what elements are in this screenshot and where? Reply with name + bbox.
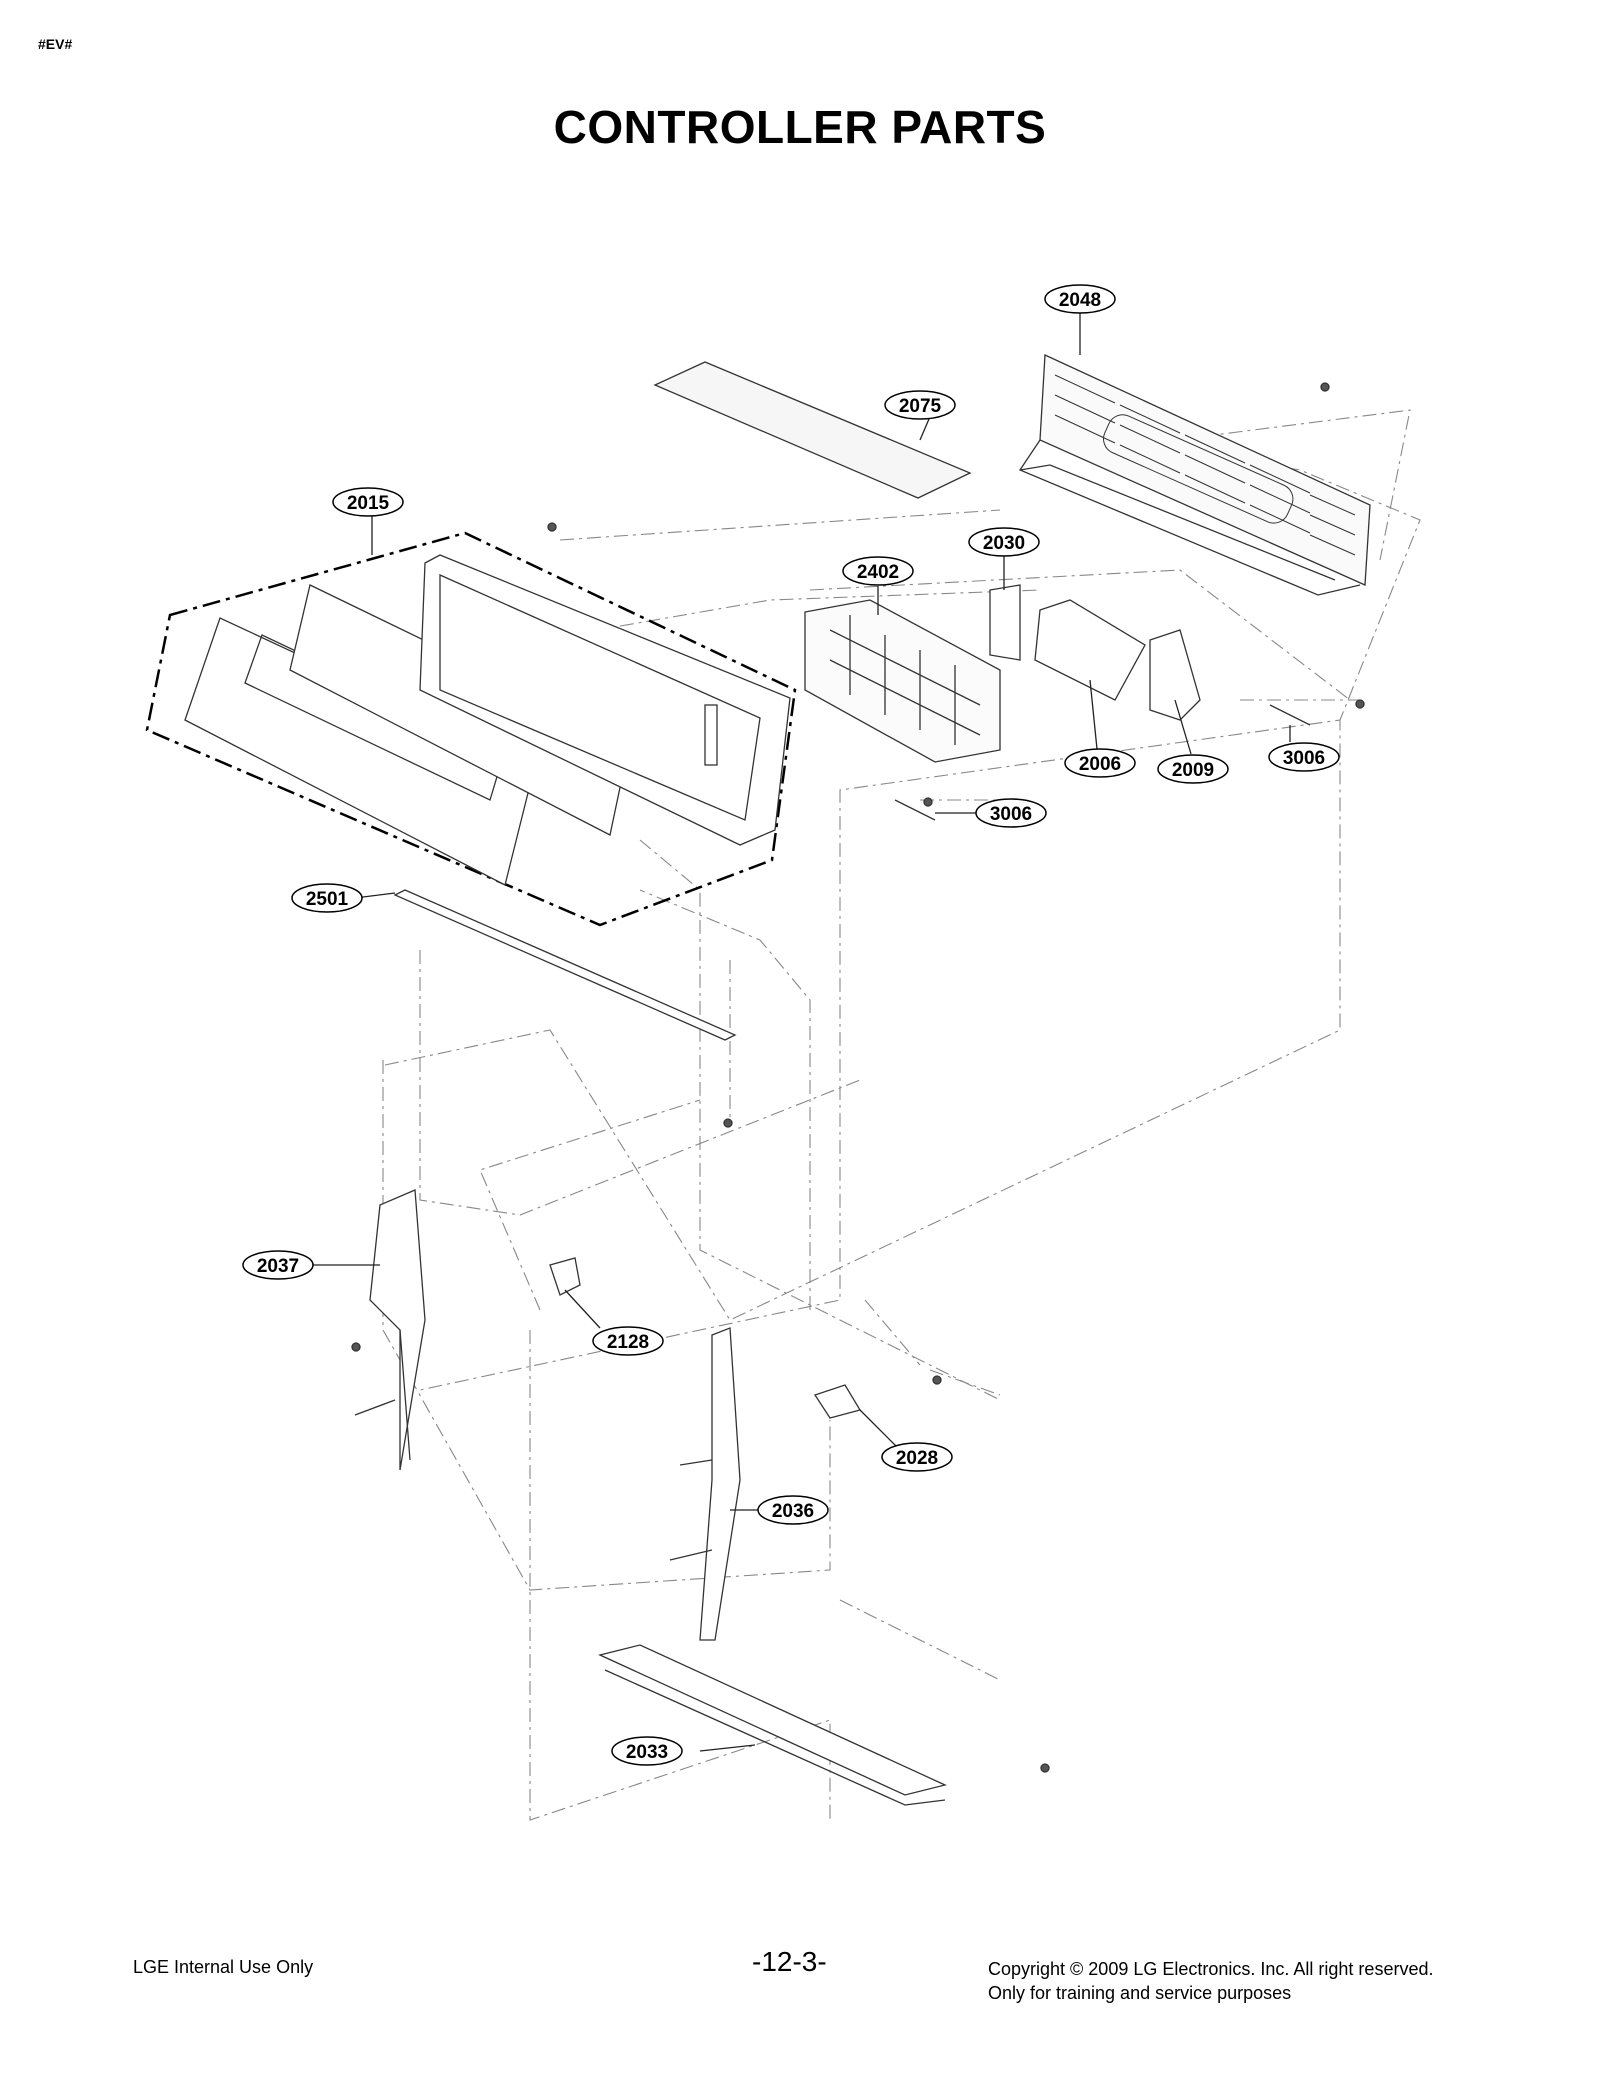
callout-label: 2028	[896, 1448, 938, 1469]
callout-2036: 2036	[757, 1495, 829, 1525]
callout-2402: 2402	[842, 556, 914, 586]
part-2037-shape	[354, 1189, 426, 1471]
callout-2048: 2048	[1044, 284, 1116, 314]
callout-label: 3006	[1283, 748, 1325, 769]
part-2009-shape	[1149, 629, 1201, 721]
callout-label: 2009	[1172, 760, 1214, 781]
part-2402-shape	[804, 599, 1001, 763]
part-2048-shape	[1019, 354, 1371, 596]
part-2006-shape	[1034, 599, 1146, 701]
assembly-guide-lines	[382, 409, 1421, 1821]
part-2075-shape	[653, 361, 972, 499]
part-3006b-shape	[894, 799, 936, 821]
part-3006a-shape	[1269, 704, 1311, 726]
callout-label: 2048	[1059, 290, 1101, 311]
callout-2028: 2028	[881, 1442, 953, 1472]
document-tag: #EV#	[38, 36, 73, 52]
callout-2006: 2006	[1064, 748, 1136, 778]
callout-3006-center: 3006	[975, 798, 1047, 828]
callout-2128: 2128	[592, 1326, 664, 1356]
callout-2037: 2037	[242, 1250, 314, 1280]
callout-label: 2075	[899, 396, 942, 417]
page-number: -12-3-	[752, 1946, 827, 1977]
callout-label: 2128	[607, 1332, 649, 1353]
callout-2501: 2501	[291, 883, 363, 913]
callout-label: 3006	[990, 804, 1032, 825]
page-title: CONTROLLER PARTS	[553, 101, 1047, 153]
callout-label: 2501	[306, 889, 349, 910]
callout-3006-right: 3006	[1268, 742, 1340, 772]
callout-2015: 2015	[332, 487, 404, 517]
callout-2033: 2033	[611, 1736, 683, 1766]
callout-2075: 2075	[884, 390, 956, 420]
part-2036-shape	[669, 1327, 741, 1641]
footer-internal-use: LGE Internal Use Only	[133, 1957, 314, 1977]
callout-label: 2030	[983, 533, 1025, 554]
part-2015-shape	[145, 531, 797, 927]
footer-copyright: Copyright © 2009 LG Electronics. Inc. Al…	[988, 1957, 1433, 2005]
callout-2030: 2030	[968, 527, 1040, 557]
callout-label: 2006	[1079, 754, 1121, 775]
callout-leaders	[312, 311, 1291, 1752]
callout-2009: 2009	[1157, 754, 1229, 784]
part-2030-shape	[989, 584, 1021, 661]
callout-label: 2402	[857, 562, 899, 583]
part-2028-shape	[813, 1384, 862, 1419]
callout-label: 2037	[257, 1256, 299, 1277]
training-notice: Only for training and service purposes	[988, 1983, 1292, 2003]
copyright-line: Copyright © 2009 LG Electronics. Inc. Al…	[988, 1959, 1434, 1979]
part-2501-shape	[393, 889, 737, 1041]
screw-icons	[351, 382, 1365, 1773]
part-2033-shape	[598, 1644, 947, 1806]
callout-label: 2015	[347, 493, 390, 514]
part-2128-shape	[549, 1257, 581, 1296]
callout-label: 2033	[626, 1742, 668, 1763]
callout-label: 2036	[772, 1501, 814, 1522]
